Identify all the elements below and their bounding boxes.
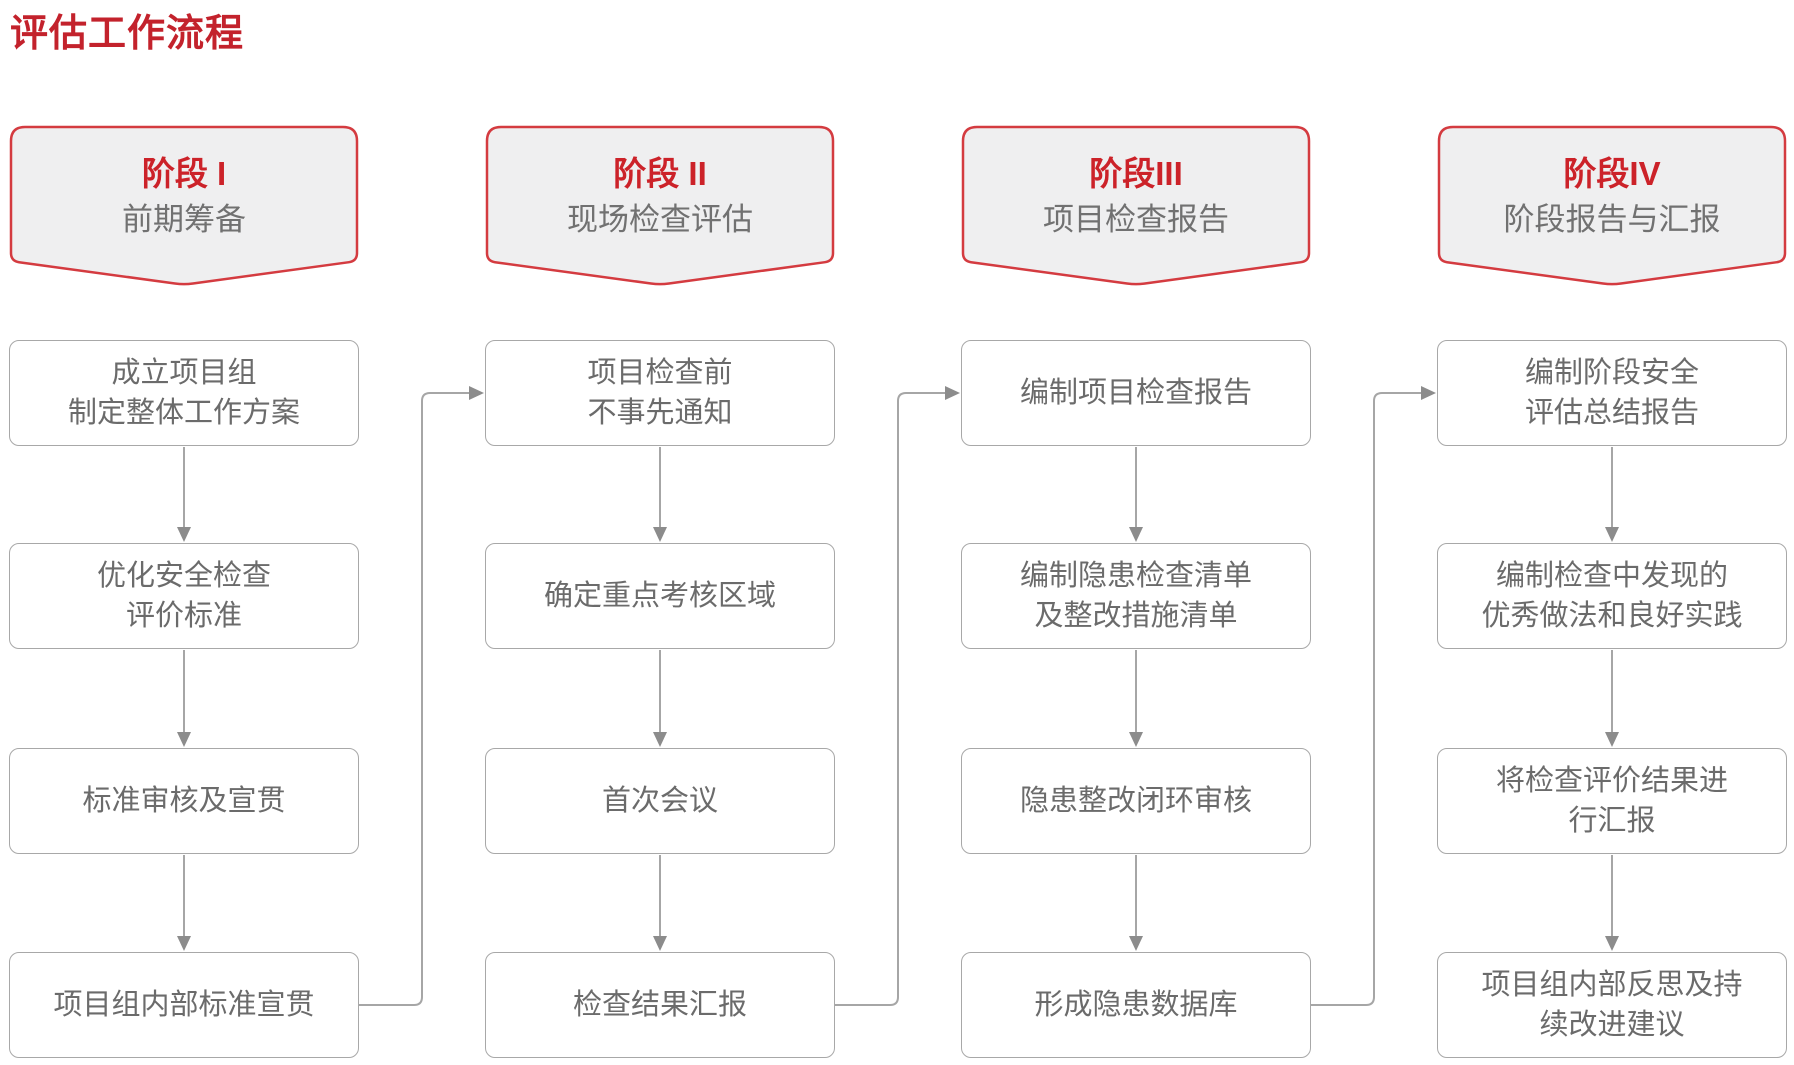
phase-column-1: 阶段 I 前期筹备 成立项目组 制定整体工作方案 优化安全检查 评价标准 标准审… [9,0,359,1065]
step-box: 隐患整改闭环审核 [961,748,1311,854]
phase-subtitle: 项目检查报告 [1043,201,1229,237]
phase-banner-2: 阶段 II 现场检查评估 [485,125,835,287]
step-box: 成立项目组 制定整体工作方案 [9,340,359,446]
arrow-right-head [1421,386,1436,400]
phase-label: 阶段III [1089,154,1183,192]
connector-phase2-to-phase3 [835,392,945,1006]
step-box: 检查结果汇报 [485,952,835,1058]
arrow-right-head [469,386,484,400]
connector-phase1-to-phase2 [359,392,469,1006]
phase-column-4: 阶段IV 阶段报告与汇报 编制阶段安全 评估总结报告 编制检查中发现的 优秀做法… [1437,0,1787,1065]
step-box: 确定重点考核区域 [485,543,835,649]
step-box: 标准审核及宣贯 [9,748,359,854]
phase-subtitle: 阶段报告与汇报 [1503,201,1721,237]
phase-banner-1: 阶段 I 前期筹备 [9,125,359,287]
banner-ribbon-shape [485,125,835,286]
banner-ribbon-shape [961,125,1311,286]
phase-label: 阶段 I [141,154,227,192]
phase-banner-3: 阶段III 项目检查报告 [961,125,1311,287]
phase-banner-4: 阶段IV 阶段报告与汇报 [1437,125,1787,287]
step-box: 项目组内部反思及持 续改进建议 [1437,952,1787,1058]
banner-text: 阶段 II 现场检查评估 [485,125,835,262]
step-box: 编制阶段安全 评估总结报告 [1437,340,1787,446]
connector-phase3-to-phase4 [1311,392,1421,1006]
banner-text: 阶段IV 阶段报告与汇报 [1437,125,1787,262]
page-title: 评估工作流程 [10,13,245,55]
step-box: 编制隐患检查清单 及整改措施清单 [961,543,1311,649]
step-box: 编制检查中发现的 优秀做法和良好实践 [1437,543,1787,649]
step-box: 形成隐患数据库 [961,952,1311,1058]
phase-label: 阶段 II [613,154,707,192]
step-box: 将检查评价结果进 行汇报 [1437,748,1787,854]
banner-text: 阶段III 项目检查报告 [961,125,1311,262]
step-box: 首次会议 [485,748,835,854]
phase-label: 阶段IV [1563,154,1661,192]
step-box: 项目检查前 不事先通知 [485,340,835,446]
phase-subtitle: 前期筹备 [122,201,246,237]
arrow-right-head [945,386,960,400]
banner-ribbon-shape [1437,125,1787,286]
step-box: 优化安全检查 评价标准 [9,543,359,649]
phase-subtitle: 现场检查评估 [567,201,753,237]
banner-text: 阶段 I 前期筹备 [9,125,359,262]
phase-column-3: 阶段III 项目检查报告 编制项目检查报告 编制隐患检查清单 及整改措施清单 隐… [961,0,1311,1065]
phase-column-2: 阶段 II 现场检查评估 项目检查前 不事先通知 确定重点考核区域 首次会议 检… [485,0,835,1065]
banner-ribbon-shape [9,125,359,286]
step-box: 项目组内部标准宣贯 [9,952,359,1058]
step-box: 编制项目检查报告 [961,340,1311,446]
